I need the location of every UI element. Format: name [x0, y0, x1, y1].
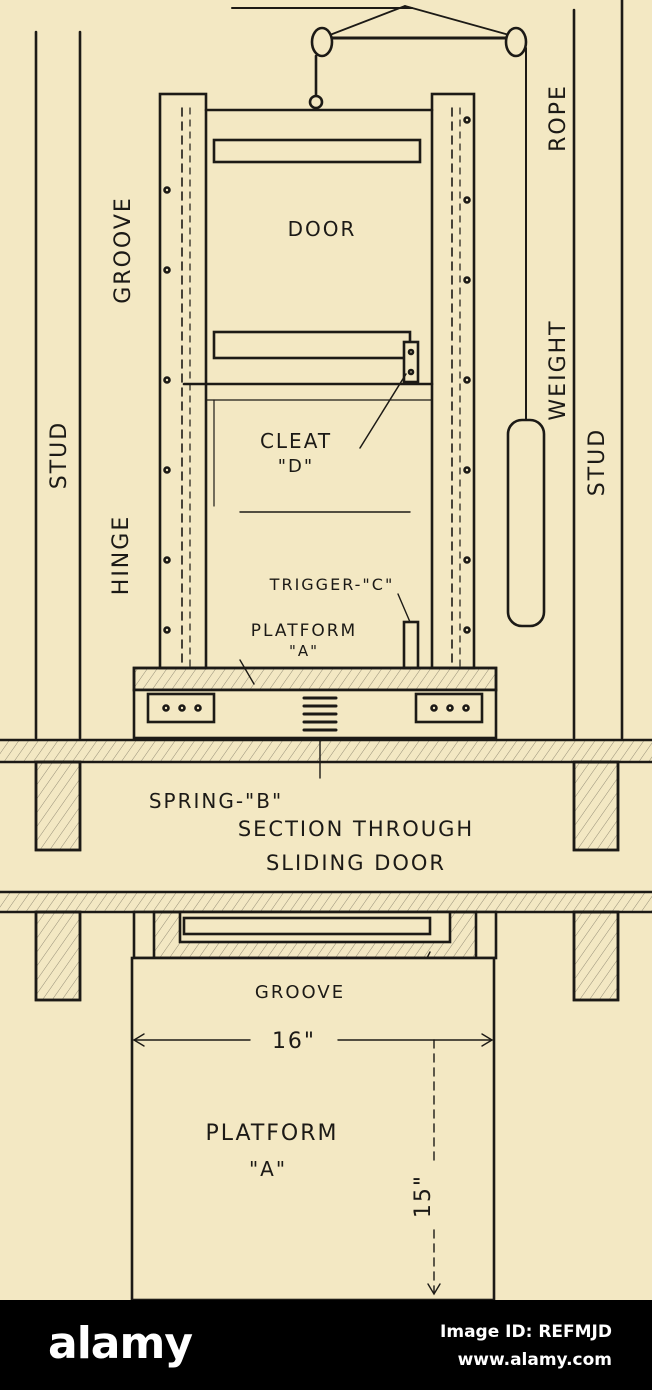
bottom-platform-label-line1: PLATFORM: [205, 1121, 338, 1146]
width-dimension: 16": [272, 1029, 316, 1054]
sliding-door-trap-drawing: GROOVE ROPE DOOR WEIGHT STUD STUD HINGE …: [0, 0, 652, 1300]
weight-block: [506, 418, 546, 628]
platform-a-plan: [130, 956, 496, 1300]
door-panel: [182, 108, 434, 513]
height-dimension: 15": [411, 1174, 436, 1218]
section-title-line1: SECTION THROUGH: [238, 817, 474, 841]
cleat-label-line1: CLEAT: [260, 429, 332, 453]
weight-label: WEIGHT: [546, 319, 571, 420]
groove-plan: [132, 910, 498, 993]
cleat-d: [359, 340, 420, 449]
section-title-line2: SLIDING DOOR: [266, 851, 446, 875]
bottom-platform-label-line2: "A": [249, 1157, 287, 1181]
door-label: DOOR: [288, 217, 357, 241]
trigger-label: TRIGGER-"C": [269, 575, 395, 594]
spring-label: SPRING-"B": [149, 789, 283, 813]
cleat-label-line2: "D": [278, 456, 314, 477]
platform-label-line1: PLATFORM: [251, 621, 357, 641]
rope-label: ROPE: [546, 84, 571, 152]
right-door-post: [430, 92, 476, 670]
platform-label-line2: "A": [289, 642, 319, 660]
hinge-label: HINGE: [109, 515, 134, 595]
groove-label: GROOVE: [111, 196, 136, 304]
floor-section-upper: [0, 738, 652, 764]
trigger-c: [397, 593, 420, 670]
stud-right-label: STUD: [585, 428, 610, 496]
stud-left-label: STUD: [47, 421, 72, 489]
floor-section-lower: [0, 890, 652, 914]
stud-cross-sections: [34, 760, 620, 1002]
left-door-post: [158, 92, 208, 670]
watermark-footer: alamy Image ID: REFMJD www.alamy.com: [0, 1300, 652, 1390]
alamy-logo: alamy: [48, 1318, 193, 1369]
stud-right-lines: [572, 0, 624, 740]
image-id: Image ID: REFMJD: [440, 1322, 612, 1342]
groove-bottom-label: GROOVE: [255, 982, 345, 1003]
site-url: www.alamy.com: [457, 1350, 612, 1370]
spring-b: [302, 696, 338, 779]
stud-left-lines: [34, 30, 82, 740]
pulley-assembly: [231, 5, 528, 110]
drawing-canvas: GROOVE ROPE DOOR WEIGHT STUD STUD HINGE …: [0, 0, 652, 1300]
